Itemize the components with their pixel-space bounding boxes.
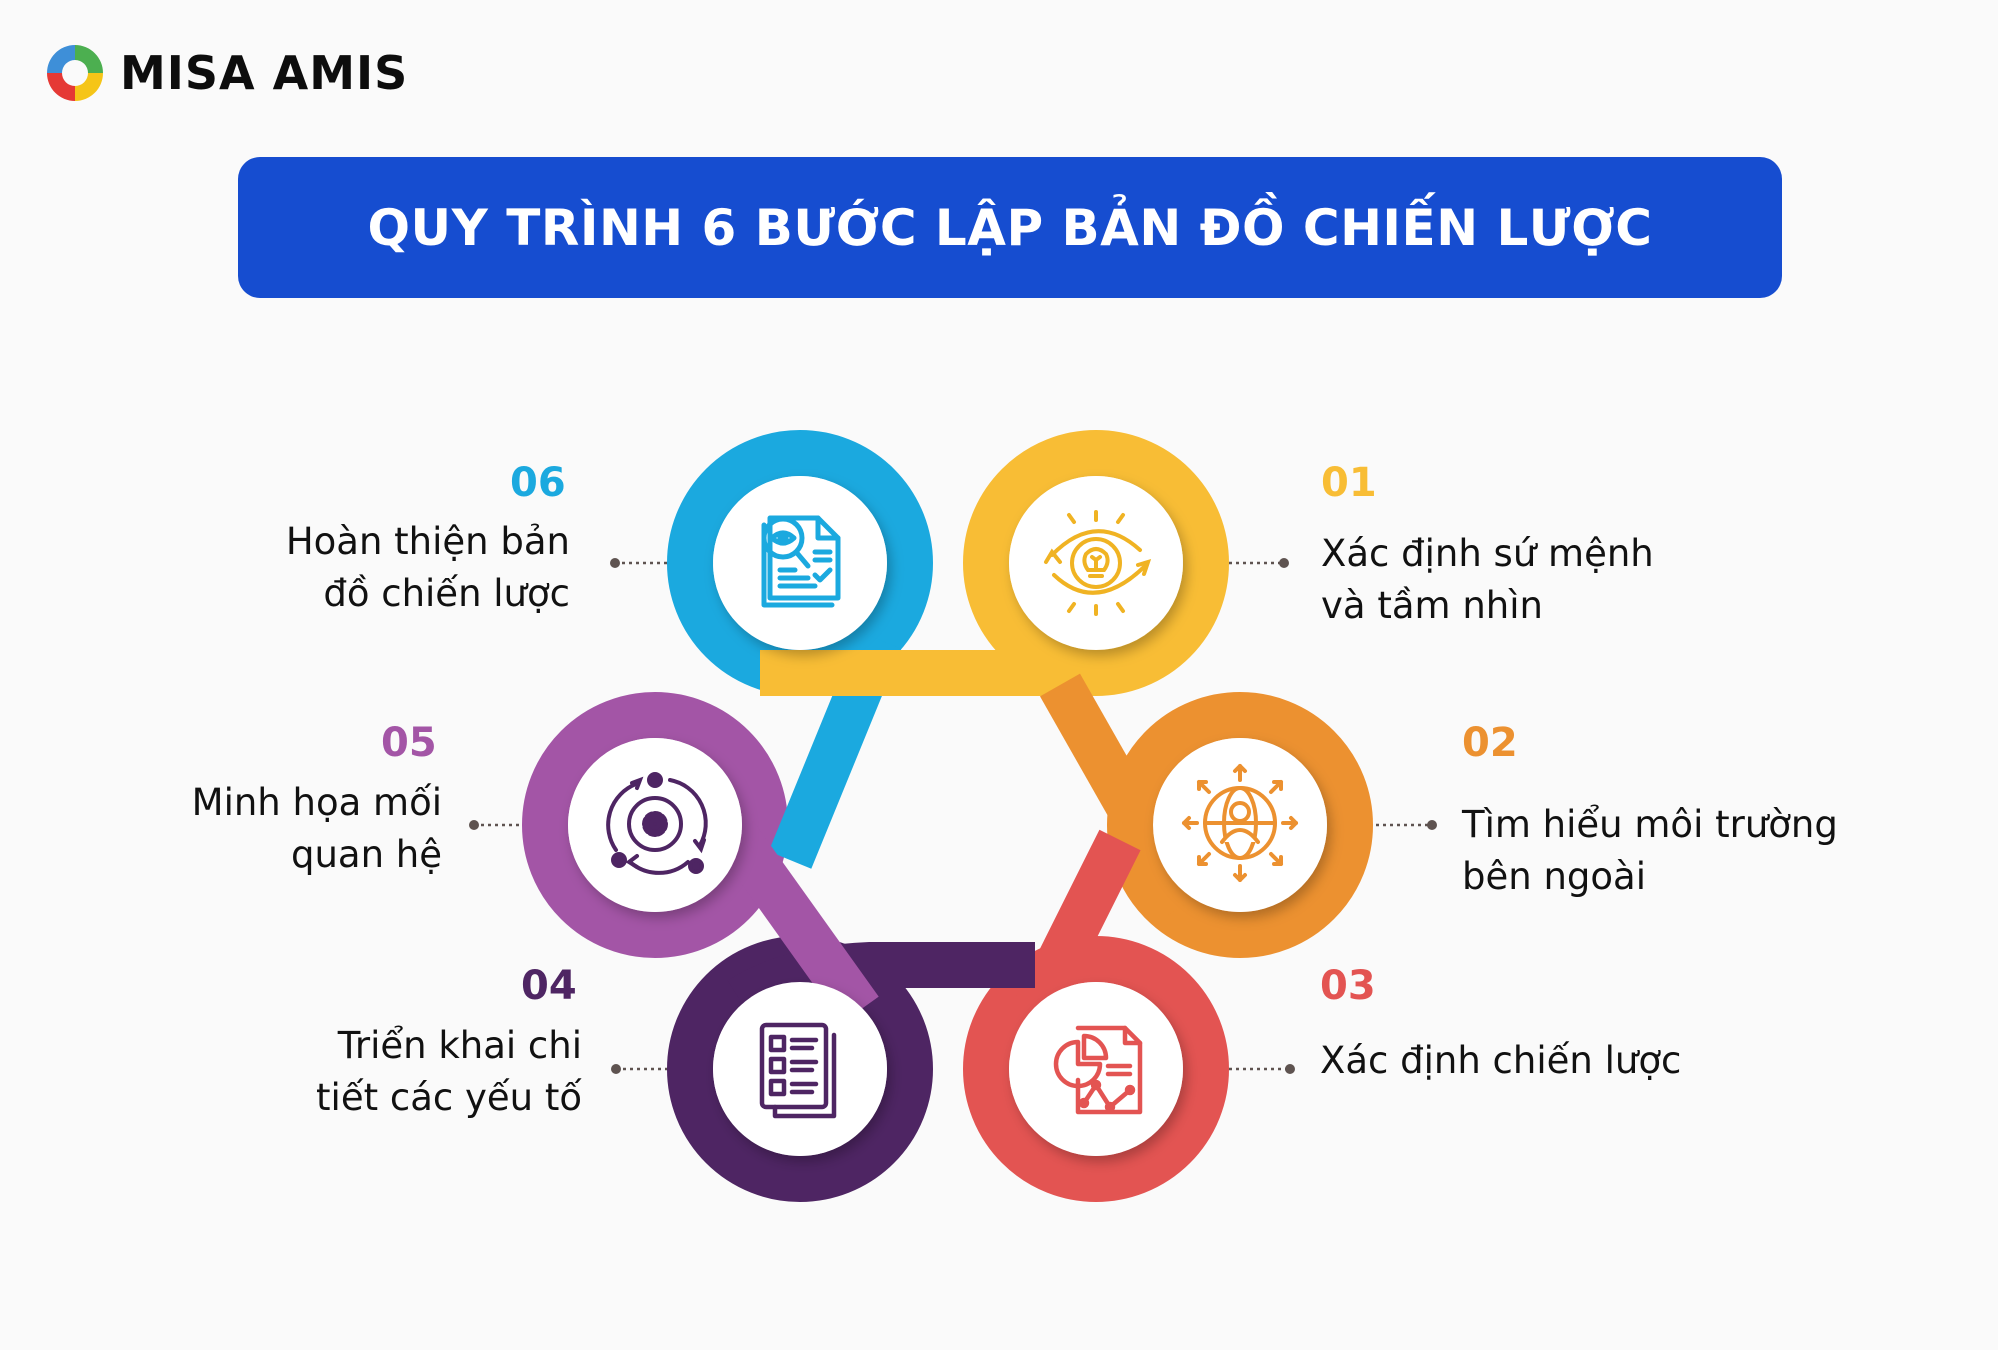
document-review-magnifier-icon: [761, 515, 841, 608]
ribbon-04: [727, 942, 1035, 1020]
step-01-line2: và tầm nhìn: [1321, 584, 1543, 627]
loop-03: [963, 936, 1229, 1202]
brand-name: MISA AMIS: [120, 46, 409, 100]
gear-cycle-relationship-icon: [606, 772, 708, 875]
step-06-label: Hoàn thiện bản đồ chiến lược: [170, 516, 570, 620]
step-01-number: 01: [1321, 460, 1377, 506]
global-person-network-icon: [1182, 764, 1298, 882]
step-05-line2: quan hệ: [290, 833, 442, 876]
page-title: QUY TRÌNH 6 BƯỚC LẬP BẢN ĐỒ CHIẾN LƯỢC: [367, 198, 1653, 257]
step-06-line1: Hoàn thiện bản: [285, 520, 570, 563]
step-05-number: 05: [381, 720, 437, 766]
circle-06: [713, 476, 887, 650]
step-02-line2: bên ngoài: [1462, 855, 1646, 898]
step-05-label: Minh họa mối quan hệ: [42, 777, 442, 881]
ribbon-01: [760, 623, 1187, 696]
step-04-label: Triển khai chi tiết các yếu tố: [182, 1020, 582, 1124]
step-04-line1: Triển khai chi: [337, 1024, 582, 1067]
step-01-line1: Xác định sứ mệnh: [1321, 532, 1654, 575]
title-banner: QUY TRÌNH 6 BƯỚC LẬP BẢN ĐỒ CHIẾN LƯỢC: [238, 157, 1782, 298]
misa-logo-icon: [47, 45, 103, 101]
step-02-label: Tìm hiểu môi trường bên ngoài: [1462, 799, 1882, 903]
ribbon-02: [1040, 673, 1205, 917]
step-02-number: 02: [1462, 720, 1518, 766]
step-06-number: 06: [510, 460, 566, 506]
step-03-number: 03: [1320, 963, 1376, 1009]
step-02-line1: Tìm hiểu môi trường: [1462, 803, 1838, 846]
checklist-document-icon: [759, 1022, 837, 1119]
step-01-label: Xác định sứ mệnh và tầm nhìn: [1321, 528, 1741, 632]
ribbon-05: [716, 821, 879, 1024]
leader-dots: [469, 558, 1437, 1074]
step-04-number: 04: [521, 963, 577, 1009]
circle-03: [1009, 982, 1183, 1156]
step-03-label: Xác định chiến lược: [1320, 1035, 1740, 1087]
brand-logo: MISA AMIS: [44, 40, 408, 106]
report-chart-document-icon: [1053, 1025, 1143, 1115]
step-03-line1: Xác định chiến lược: [1320, 1039, 1682, 1082]
step-04-line2: tiết các yếu tố: [316, 1076, 582, 1119]
step-06-line2: đồ chiến lược: [323, 572, 570, 615]
loop-05: [522, 692, 788, 958]
step-05-line1: Minh họa mối: [191, 781, 442, 824]
vision-lightbulb-eye-icon: [1044, 510, 1152, 616]
